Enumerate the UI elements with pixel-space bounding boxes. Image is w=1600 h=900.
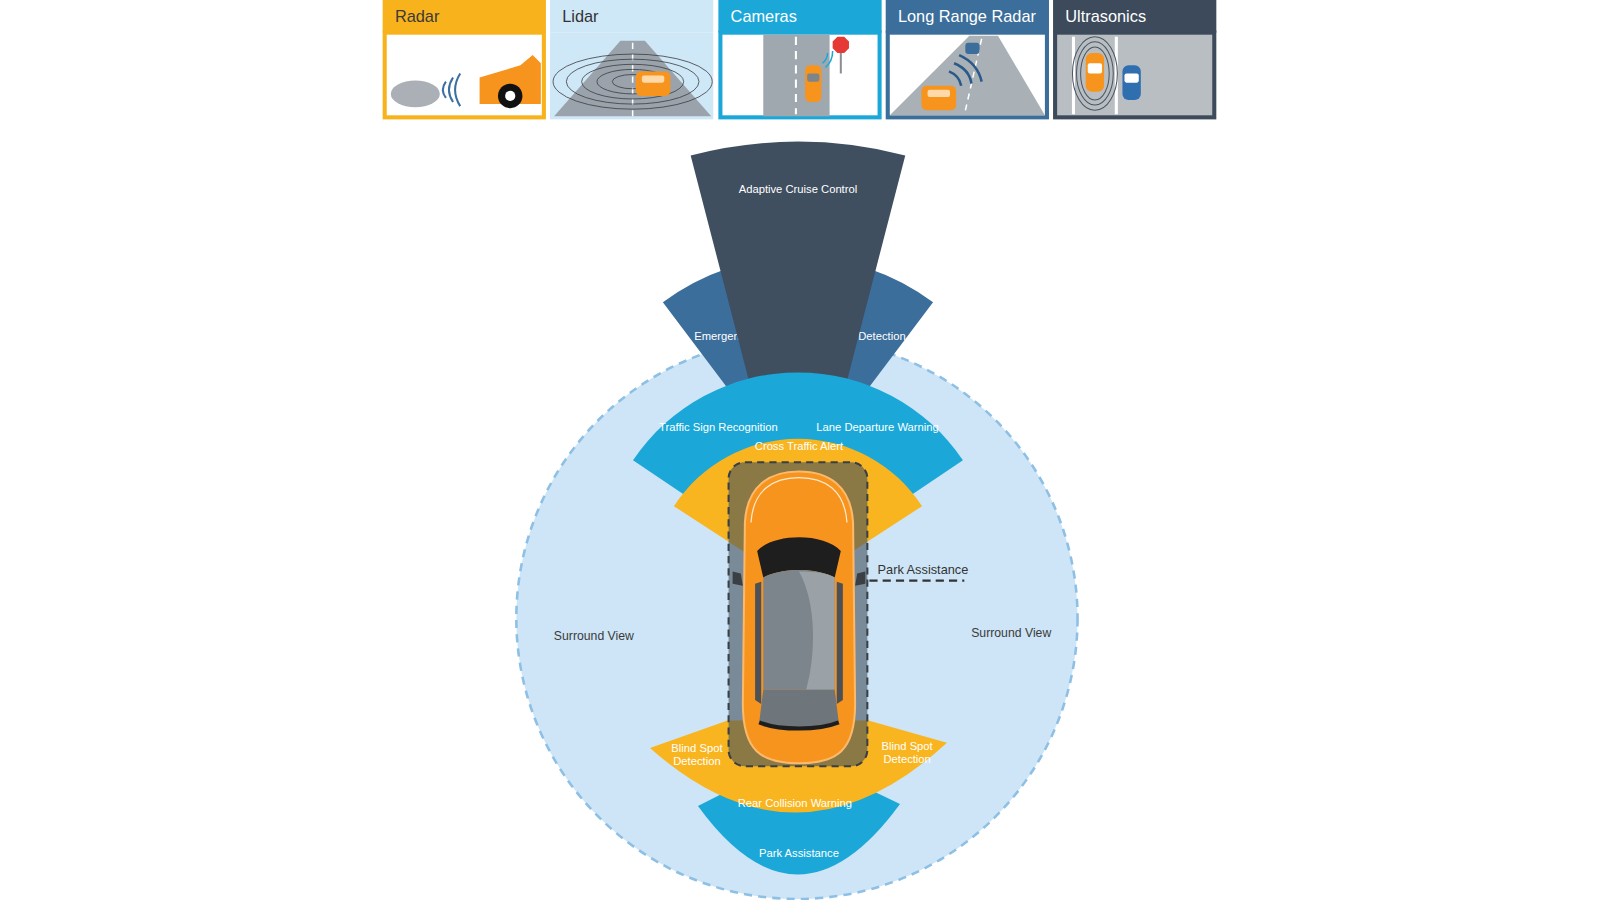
illustration-shape	[840, 51, 842, 73]
circle-shape	[516, 338, 1077, 899]
illustration-shape	[498, 84, 522, 108]
lidar-tile	[550, 33, 713, 120]
illustration-shape	[888, 33, 1047, 118]
illustration-shape	[833, 37, 849, 53]
coverage-circle: Surround View Surround View Traffic Sign R…	[514, 336, 1079, 900]
illustration-shape	[1072, 37, 1075, 115]
illustration-shape	[391, 81, 440, 108]
illustration-shape	[443, 73, 460, 106]
illustration-shape	[807, 73, 819, 81]
illustration-shape	[921, 86, 956, 110]
zone-label: Rear Collision Warning	[718, 796, 871, 809]
illustration-shape	[597, 69, 668, 93]
legend-item: Lidar	[550, 0, 713, 33]
illustration-shape	[1072, 37, 1117, 110]
illustration-shape	[1122, 65, 1140, 100]
illustration-shape	[720, 33, 879, 118]
illustration-shape	[553, 54, 712, 109]
node-shape	[682, 133, 917, 398]
illustration-shape	[550, 33, 713, 120]
zone-label: Cross Traffic Alert	[733, 440, 866, 453]
legend-label: Radar	[395, 7, 544, 27]
vehicle-outline: Park Assistance	[728, 461, 869, 767]
radar-tile	[385, 33, 544, 118]
illustration-shape	[964, 39, 981, 116]
node-shape	[728, 461, 869, 767]
illustration-shape	[890, 36, 1045, 116]
illustration-shape	[385, 33, 544, 118]
zone-shape	[698, 755, 900, 874]
illustration-shape	[949, 55, 982, 86]
legend-item: Radar	[383, 0, 546, 33]
legend-item: Ultrasonics	[1053, 0, 1216, 33]
illustration-shape	[612, 74, 653, 88]
illustration-shape	[795, 37, 797, 115]
legend-label: Ultrasonics	[1065, 7, 1214, 27]
illustration-shape	[1088, 63, 1102, 73]
illustration-shape	[636, 71, 671, 95]
legend-label: Cameras	[731, 7, 880, 27]
illustration-shape	[566, 59, 699, 104]
illustration-shape	[965, 43, 979, 54]
zone-label: Lane Departure Warning	[806, 421, 949, 434]
zone-label: Park Assistance	[733, 846, 866, 859]
zone-label: Blind Spot Detection	[874, 740, 939, 767]
illustration-shape	[642, 76, 664, 83]
zone-label: Blind Spot Detection	[664, 742, 729, 769]
illustration-shape	[1124, 73, 1138, 82]
illustration-shape	[1081, 47, 1110, 100]
sensor-zone: Adaptive Cruise Control	[682, 133, 917, 398]
illustration-shape	[1055, 33, 1214, 118]
illustration-shape	[1115, 37, 1118, 115]
illustration-shape	[1086, 53, 1104, 92]
illustration-shape	[1077, 42, 1114, 105]
zone-label: Traffic Sign Recognition	[647, 421, 790, 434]
illustration-shape	[632, 43, 634, 116]
leader-line	[869, 580, 964, 582]
illustration-shape	[554, 41, 711, 117]
zone-label: Park Assistance	[878, 563, 980, 578]
cameras-tile	[720, 33, 879, 118]
long-range-radar-tile	[888, 33, 1047, 118]
illustration-shape	[480, 55, 541, 104]
legend-label: Lidar	[562, 7, 711, 27]
illustration-shape	[582, 64, 684, 99]
legend-item: Cameras	[718, 0, 881, 33]
illustration-shape	[763, 35, 829, 117]
zone-label: Surround View	[955, 625, 1067, 640]
zone-label: Surround View	[538, 628, 650, 643]
illustration-shape	[928, 90, 950, 97]
zone-label: Adaptive Cruise Control	[696, 183, 900, 196]
ultrasonics-tile	[1055, 33, 1214, 118]
illustration-shape	[505, 91, 515, 101]
box-shape	[729, 462, 868, 766]
illustration-shape	[805, 65, 821, 102]
zone-shape	[650, 720, 947, 812]
legend-label: Long Range Radar	[898, 7, 1047, 27]
illustration-shape	[822, 51, 832, 67]
legend-item: Long Range Radar	[886, 0, 1049, 33]
